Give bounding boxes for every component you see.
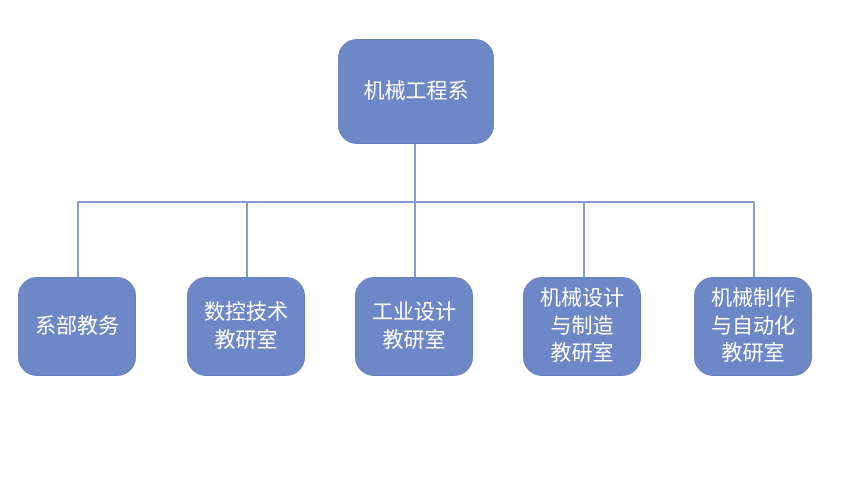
org-node-cnc-tech: 数控技术 教研室 xyxy=(187,277,305,376)
org-node-dept-affairs: 系部教务 xyxy=(18,277,136,376)
org-node-root: 机械工程系 xyxy=(338,39,494,144)
org-node-label: 机械制作 与自动化 教研室 xyxy=(711,285,795,366)
connector-drop-5 xyxy=(753,202,755,277)
org-node-mech-design-manufacture: 机械设计 与制造 教研室 xyxy=(523,277,641,376)
connector-root-stem xyxy=(414,144,416,202)
connector-drop-2 xyxy=(246,202,248,277)
org-node-label: 工业设计 教研室 xyxy=(372,299,456,352)
org-node-label: 机械设计 与制造 教研室 xyxy=(540,285,624,366)
connector-drop-1 xyxy=(77,202,79,277)
org-node-mech-make-automation: 机械制作 与自动化 教研室 xyxy=(694,277,812,376)
org-node-label: 系部教务 xyxy=(35,313,119,338)
connector-drop-4 xyxy=(583,202,585,277)
connector-drop-3 xyxy=(414,202,416,277)
org-node-root-label: 机械工程系 xyxy=(363,78,469,103)
org-node-label: 数控技术 教研室 xyxy=(204,299,288,352)
org-node-industrial-design: 工业设计 教研室 xyxy=(355,277,473,376)
connector-horizontal-bus xyxy=(77,201,754,203)
